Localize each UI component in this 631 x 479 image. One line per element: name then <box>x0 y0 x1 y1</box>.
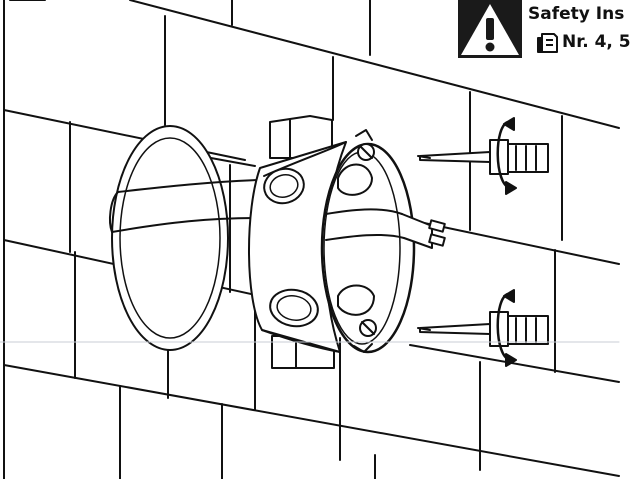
junction-box <box>248 115 446 369</box>
document-icon <box>537 33 558 53</box>
safety-banner: Safety Ins Nr. 4, 5 <box>458 0 631 58</box>
safety-banner-graphics <box>458 0 558 58</box>
cable-conduit <box>109 179 259 233</box>
safety-banner-reference: Nr. 4, 5 <box>562 32 631 52</box>
screwdriver-bottom <box>417 289 549 367</box>
safety-banner-title: Safety Ins <box>528 4 625 24</box>
screwdriver-top <box>417 117 549 195</box>
warning-triangle-icon <box>458 0 522 58</box>
drilled-opening <box>111 125 229 351</box>
